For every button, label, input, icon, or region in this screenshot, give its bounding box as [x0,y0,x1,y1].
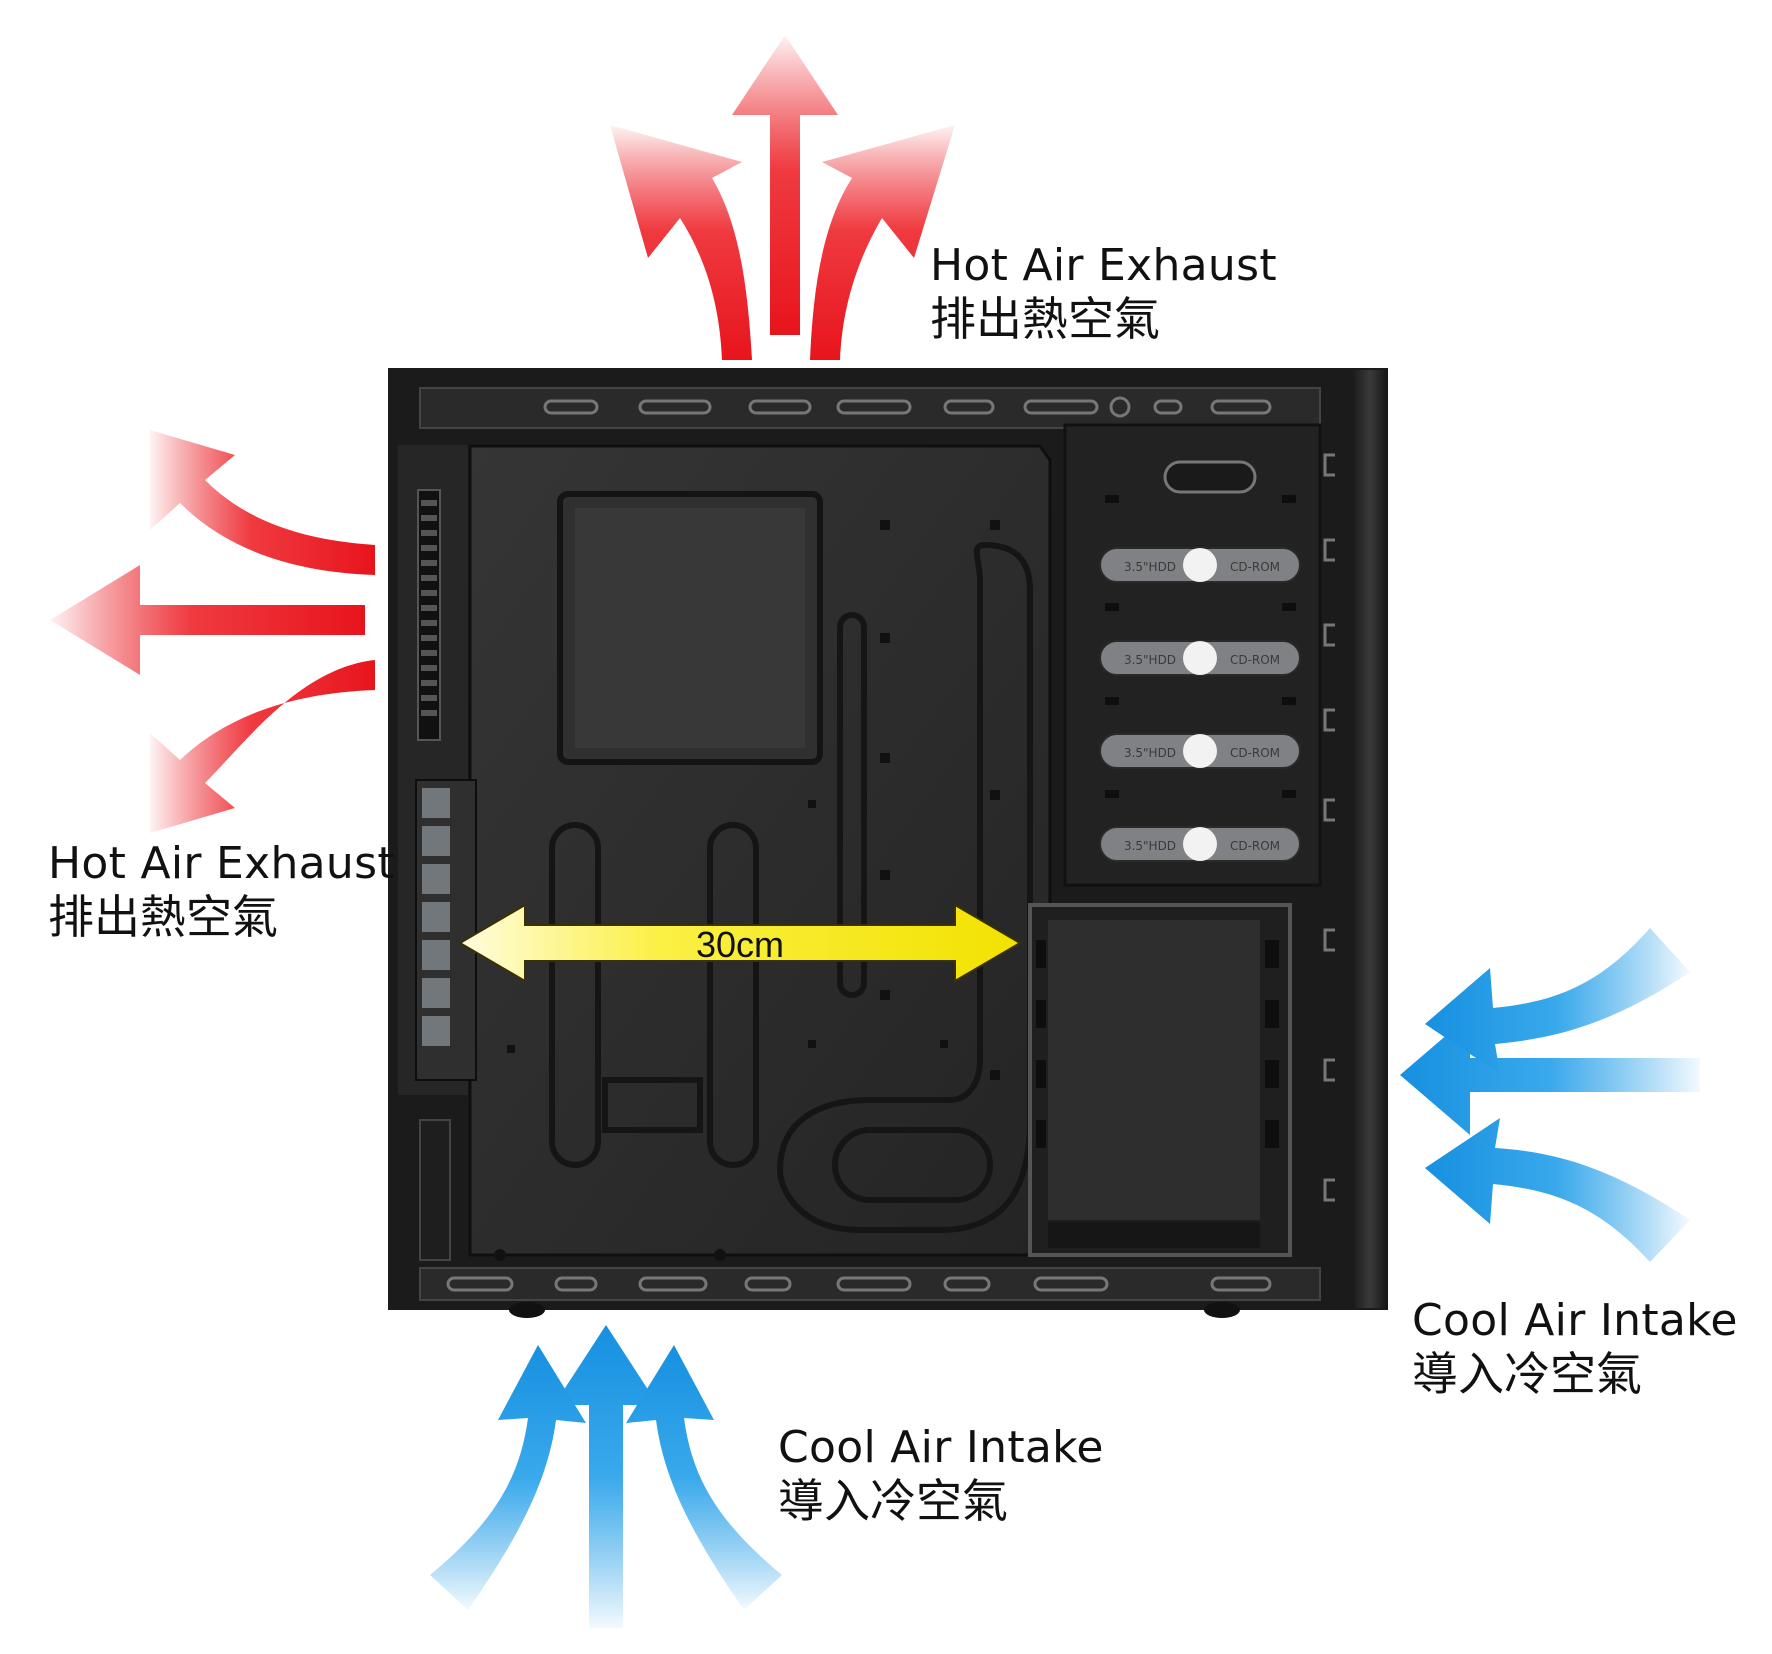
right-intake-label-zh: 導入冷空氣 [1412,1346,1642,1401]
drive-clip-cdrom-label: CD-ROM [1230,653,1280,667]
rear-expansion-area [398,445,477,1261]
front-bezel-clips [1323,453,1335,1202]
bottom-rail-slots [446,1276,1272,1292]
hot-air-arrow-left [610,125,752,360]
drive-clip-hdd-label: 3.5"HDD [1124,839,1176,853]
right-intake-label: Cool Air Intake 導入冷空氣 [1412,1295,1738,1401]
hot-air-arrow-center [732,35,838,335]
measurement-arrow [458,903,1022,983]
drive-clip-cdrom-label: CD-ROM [1230,746,1280,760]
case-foot-left [509,1302,545,1318]
top-exhaust-arrows [610,35,955,360]
cool-air-arrow-right-lower [1425,1118,1690,1262]
left-exhaust-arrows [50,430,375,833]
measurement-label: 30cm [696,924,784,965]
hot-air-arrow-left-middle [50,565,365,675]
cool-air-arrow-bottom-right [626,1345,782,1610]
drive-clip: 3.5"HDD CD-ROM [1099,733,1301,769]
hot-air-arrow-left-upper [150,430,375,575]
top-exhaust-label-en: Hot Air Exhaust [930,240,1277,291]
top-rail-slots [543,396,1272,418]
drive-clip: 3.5"HDD CD-ROM [1099,826,1301,862]
left-exhaust-label-en: Hot Air Exhaust [48,838,395,889]
bottom-intake-label-zh: 導入冷空氣 [778,1473,1008,1528]
hot-air-arrow-left-lower [150,660,375,833]
drive-clip: 3.5"HDD CD-ROM [1099,640,1301,676]
drive-clip-hdd-label: 3.5"HDD [1124,560,1176,574]
case-foot-right [1204,1302,1240,1318]
bottom-intake-arrows [430,1325,782,1628]
cool-air-arrow-bottom-left [430,1345,586,1610]
pc-case: 3.5"HDD CD-ROM 3.5"HDD CD-ROM 3.5"HDD CD… [388,368,1388,1318]
case-front-panel [1352,370,1388,1308]
cool-air-arrow-bottom-center [554,1325,658,1628]
cool-air-arrow-right-middle [1400,1015,1700,1135]
bottom-intake-label: Cool Air Intake 導入冷空氣 [778,1422,1104,1528]
hot-air-arrow-right [810,125,955,360]
drive-clip: 3.5"HDD CD-ROM [1099,547,1301,583]
bay-grip-slot [1163,460,1257,494]
top-exhaust-label: Hot Air Exhaust 排出熱空氣 [930,240,1277,346]
bottom-intake-label-en: Cool Air Intake [778,1422,1104,1473]
hdd-cage [1028,903,1292,1257]
drive-clip-cdrom-label: CD-ROM [1230,839,1280,853]
standoff-holes [494,520,1000,1261]
left-exhaust-label: Hot Air Exhaust 排出熱空氣 [48,838,395,944]
top-exhaust-label-zh: 排出熱空氣 [930,291,1160,346]
case-top-rail [419,387,1321,429]
cool-air-arrow-right-upper [1425,928,1690,1074]
right-intake-label-en: Cool Air Intake [1412,1295,1738,1346]
pci-slot-covers [415,779,477,1081]
drive-clip-hdd-label: 3.5"HDD [1124,653,1176,667]
rear-vent-grille [421,500,437,716]
width-measurement: 30cm [458,903,1022,983]
left-exhaust-label-zh: 排出熱空氣 [48,889,278,944]
right-intake-arrows [1400,928,1700,1262]
drive-clip-cdrom-label: CD-ROM [1230,560,1280,574]
case-bottom-rail [419,1267,1321,1301]
drive-clip-hdd-label: 3.5"HDD [1124,746,1176,760]
